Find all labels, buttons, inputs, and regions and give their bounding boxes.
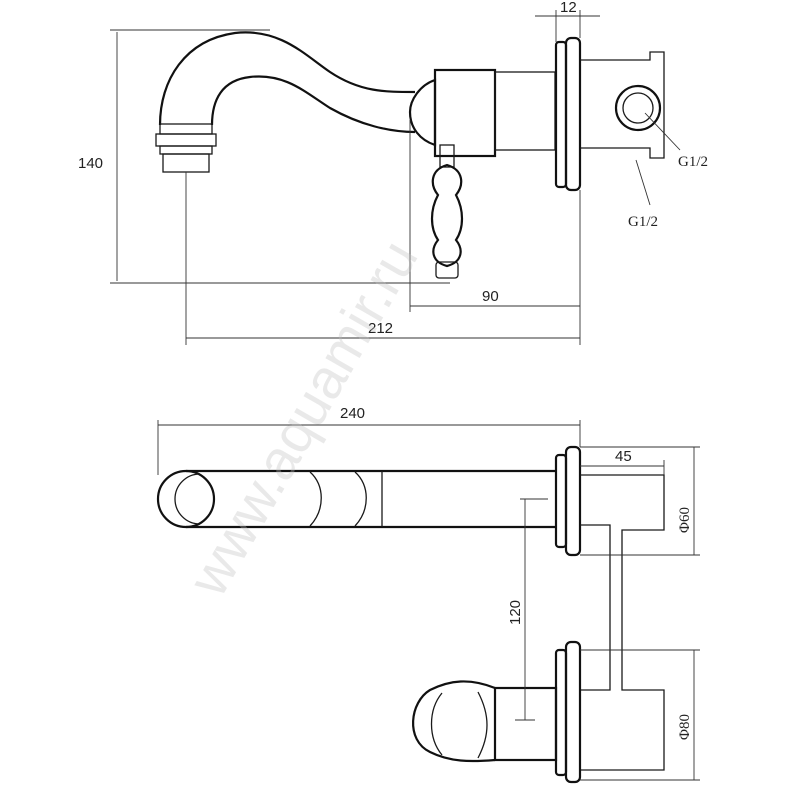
lower-flange (554, 648, 568, 777)
spout-nozzle-tip (162, 153, 210, 173)
spout-highlight (354, 471, 367, 527)
valve-collar (494, 71, 556, 151)
in-wall-box-inner (580, 524, 611, 691)
handle-stem (439, 144, 455, 168)
inlet-leader (635, 159, 651, 206)
handle-tip (435, 261, 459, 279)
outlet-thread-label: G1/2 (678, 154, 708, 170)
dim-212-label: 212 (368, 320, 393, 337)
spout-nozzle-ring (159, 145, 213, 155)
valve-body (433, 68, 497, 158)
lower-flange-rim (564, 640, 582, 784)
top-view: 240 45 Φ60 120 Φ80 (156, 405, 700, 784)
in-wall-box-top (580, 474, 665, 771)
spout-end-outer (156, 469, 216, 529)
inlet-thread-label: G1/2 (628, 214, 658, 230)
upper-flange (554, 453, 568, 549)
inlet-outer-ring (614, 84, 662, 132)
spout-outline-upper (158, 31, 416, 126)
wall-flange (554, 40, 568, 189)
dim-45-label: 45 (615, 448, 632, 465)
dim-120-label: 120 (507, 600, 524, 625)
wall-flange-rim (564, 36, 582, 192)
inlet-inner-ring (622, 92, 654, 124)
dim-60-label: Φ60 (677, 507, 693, 533)
upper-flange-rim (564, 445, 582, 557)
spout-nozzle-ring (155, 133, 217, 147)
dim-90-label: 90 (482, 288, 499, 305)
valve-cap (408, 78, 437, 147)
dim-12-label: 12 (560, 0, 577, 16)
dim-140-label: 140 (78, 155, 103, 172)
dim-240-label: 240 (340, 405, 365, 422)
handle-lever-inner (477, 691, 488, 759)
side-view: 140 12 90 212 G1/2 G1/2 (78, 0, 708, 345)
dim-80-label: Φ80 (677, 714, 693, 740)
spout-end-inner (174, 473, 201, 525)
handle-collar-top (493, 686, 558, 762)
handle-grip (430, 163, 464, 268)
spout-highlight (309, 471, 322, 527)
handle-lever-inner (430, 692, 443, 756)
handle-lever-top (412, 680, 496, 763)
outlet-leader (644, 112, 681, 151)
in-wall-box (580, 51, 665, 159)
spout-nozzle-ring (159, 123, 213, 135)
spout-outline-lower (210, 75, 416, 134)
watermark: www.aquamir.ru (175, 229, 429, 606)
